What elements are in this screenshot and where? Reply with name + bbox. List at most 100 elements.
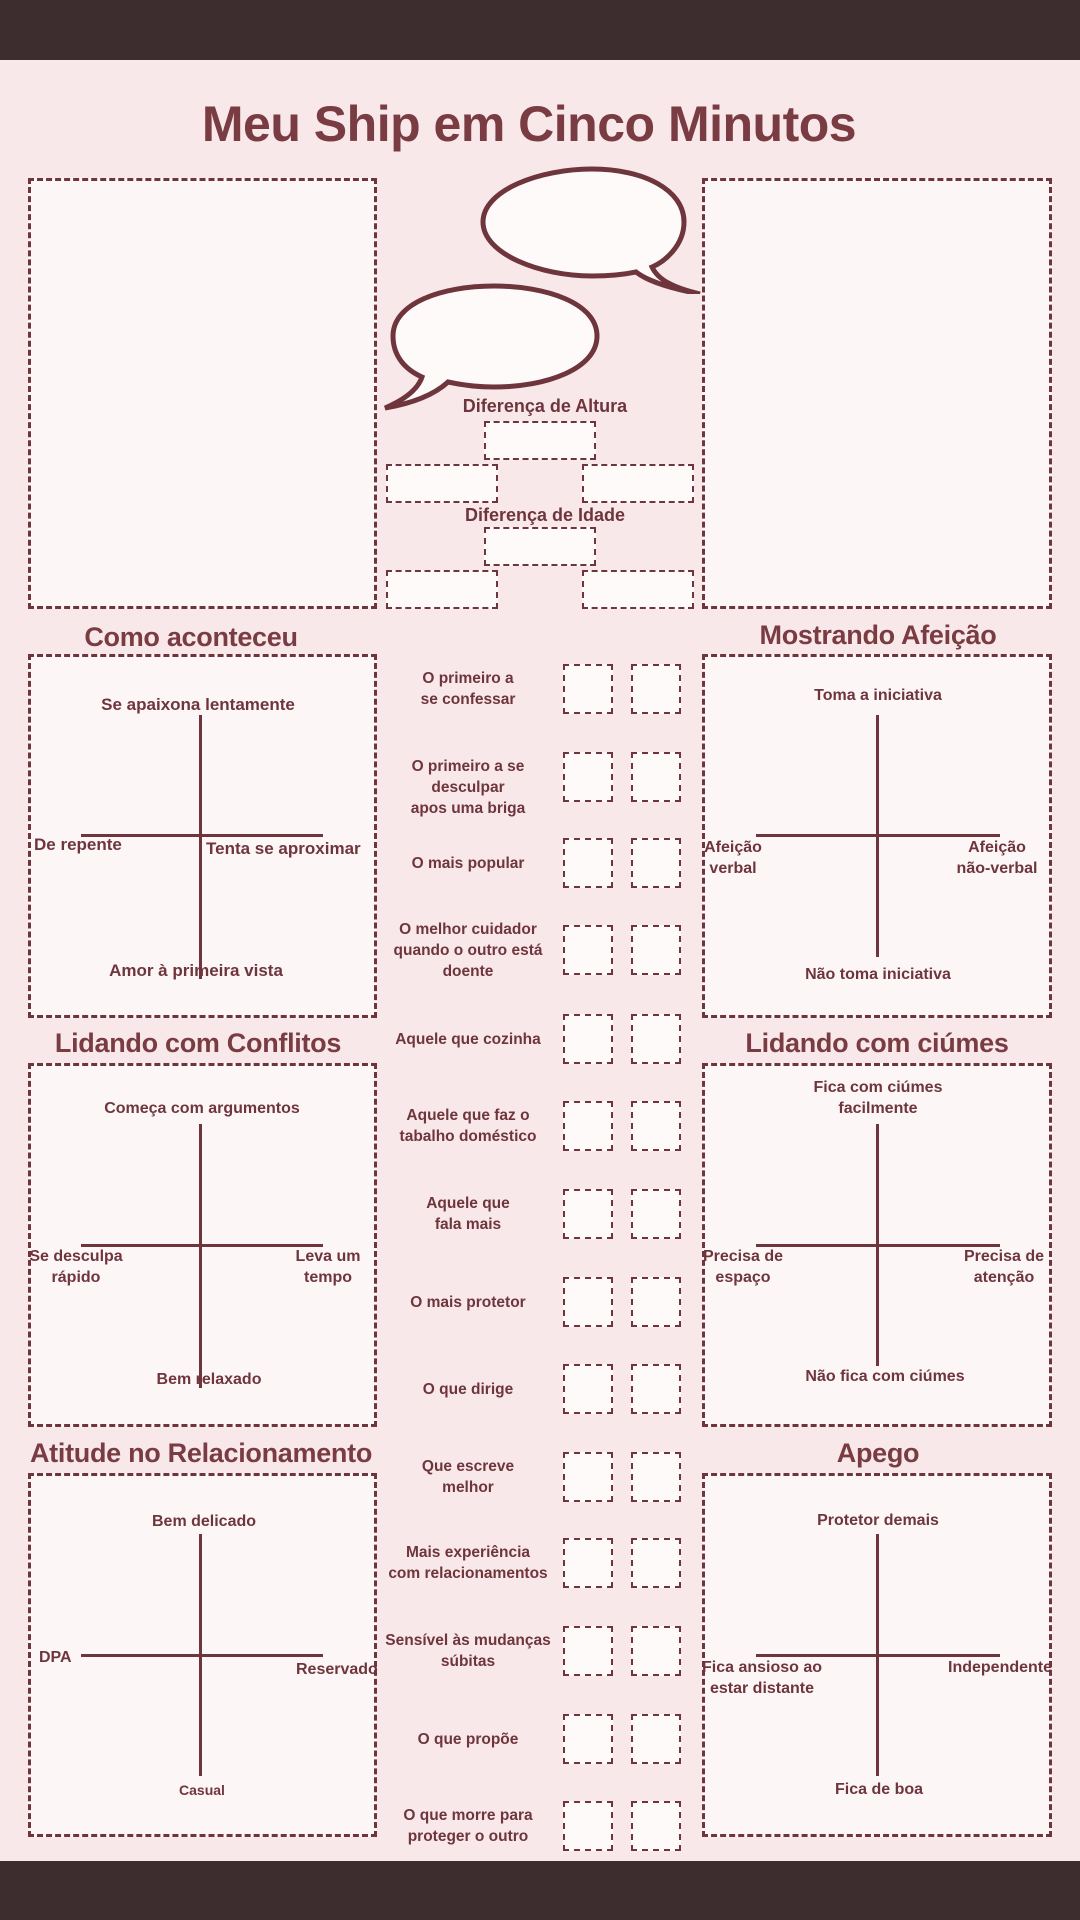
axis-label-bottom: Não toma iniciativa <box>805 966 951 983</box>
axis-label-top: Bem delicado <box>151 1513 257 1530</box>
height-character-1-field[interactable] <box>386 464 498 503</box>
height-difference-field[interactable] <box>484 421 596 460</box>
axis-label-right: Independente <box>948 1659 1053 1676</box>
axis-label-top: Começa com argumentos <box>104 1100 300 1117</box>
answer-box-character-2[interactable] <box>631 1364 681 1414</box>
axis-label-left: DPA <box>39 1649 72 1666</box>
question-line: O melhor cuidador <box>399 920 537 938</box>
answer-box-character-2[interactable] <box>631 1277 681 1327</box>
answer-box-character-1[interactable] <box>563 1452 613 1502</box>
axis-label-top: Fica com ciúmes facilmente <box>814 1077 943 1119</box>
question-line: O que propõe <box>417 1730 519 1748</box>
answer-box-character-2[interactable] <box>631 1452 681 1502</box>
axis-label-left: Fica ansioso ao estar distante <box>702 1657 822 1699</box>
axis-label-right: Reservado <box>296 1661 378 1678</box>
axis-label-right: Tenta se aproximar <box>206 839 361 858</box>
answer-box-character-1[interactable] <box>563 1801 613 1851</box>
section-title-dealing-with-conflicts: Lidando com Conflitos <box>54 1028 342 1058</box>
axis-label-bottom: Não fica com ciúmes <box>805 1368 965 1385</box>
answer-box-character-2[interactable] <box>631 752 681 802</box>
answer-box-character-2[interactable] <box>631 1626 681 1676</box>
answer-box-character-2[interactable] <box>631 664 681 714</box>
axis-label-left-line-1: Fica ansioso ao <box>701 1659 823 1676</box>
answer-box-character-2[interactable] <box>631 925 681 975</box>
axis-label-right: Afeição não-verbal <box>957 837 1038 879</box>
axis-label-top-line-1: Fica com ciúmes <box>813 1079 943 1096</box>
answer-box-character-1[interactable] <box>563 838 613 888</box>
answer-box-character-1[interactable] <box>563 1364 613 1414</box>
age-character-2-field[interactable] <box>582 570 694 609</box>
question-label: O que dirige <box>378 1379 558 1400</box>
axis-label-left-line-1: Precisa de <box>702 1248 784 1265</box>
answer-box-character-1[interactable] <box>563 1189 613 1239</box>
answer-box-character-1[interactable] <box>563 752 613 802</box>
axis-label-right-line-2: tempo <box>303 1269 352 1286</box>
question-line: melhor <box>442 1479 494 1496</box>
axis-vertical <box>199 1124 202 1388</box>
bottom-bar <box>0 1861 1080 1920</box>
answer-box-character-1[interactable] <box>563 1538 613 1588</box>
axis-label-right-line-2: atenção <box>973 1269 1035 1286</box>
answer-box-character-2[interactable] <box>631 838 681 888</box>
axis-label-right-line-1: Afeição <box>968 839 1026 856</box>
question-line: se confessar <box>420 691 516 708</box>
answer-box-character-2[interactable] <box>631 1101 681 1151</box>
question-label: O mais popular <box>378 853 558 874</box>
answer-box-character-1[interactable] <box>563 1014 613 1064</box>
section-title-showing-affection: Mostrando Afeição <box>759 620 997 650</box>
age-difference-field[interactable] <box>484 527 596 566</box>
answer-box-character-2[interactable] <box>631 1014 681 1064</box>
question-label: O mais protetor <box>378 1292 558 1313</box>
speech-bubble-right[interactable] <box>478 164 704 294</box>
axis-label-right-line-1: Precisa de <box>963 1248 1045 1265</box>
axis-horizontal <box>756 834 1000 837</box>
question-label: Aquele que cozinha <box>378 1029 558 1050</box>
axis-label-left: Afeição verbal <box>704 837 762 879</box>
section-title-attachment: Apego <box>836 1438 920 1468</box>
question-line: O que dirige <box>422 1380 514 1398</box>
question-line: fala mais <box>434 1216 502 1233</box>
axis-label-left: De repente <box>34 835 122 854</box>
answer-box-character-2[interactable] <box>631 1538 681 1588</box>
axis-label-left: Precisa de espaço <box>703 1246 783 1288</box>
height-character-2-field[interactable] <box>582 464 694 503</box>
answer-box-character-1[interactable] <box>563 1626 613 1676</box>
question-line: O mais popular <box>411 854 525 872</box>
axis-label-top-line-2: facilmente <box>838 1100 918 1117</box>
question-line: Sensível às mudanças <box>385 1632 551 1649</box>
answer-box-character-2[interactable] <box>631 1189 681 1239</box>
answer-box-character-2[interactable] <box>631 1801 681 1851</box>
answer-box-character-1[interactable] <box>563 664 613 714</box>
top-bar <box>0 0 1080 60</box>
axis-horizontal <box>756 1654 1000 1657</box>
question-line: Que escreve <box>421 1458 515 1475</box>
speech-bubble-left[interactable] <box>380 281 602 411</box>
character-1-portrait-box[interactable] <box>28 178 377 609</box>
age-character-1-field[interactable] <box>386 570 498 609</box>
section-title-how-it-happened: Como aconteceu <box>84 622 298 652</box>
question-line: quando o outro está <box>393 941 543 959</box>
question-label: Que escreve melhor <box>378 1456 558 1498</box>
axis-label-right: Precisa de atenção <box>964 1246 1044 1288</box>
question-line: Aquele que cozinha <box>395 1030 541 1048</box>
answer-box-character-1[interactable] <box>563 1714 613 1764</box>
axis-label-bottom: Bem relaxado <box>156 1371 262 1388</box>
axis-label-left-line-2: rápido <box>51 1269 101 1286</box>
axis-label-bottom: Fica de boa <box>834 1781 924 1798</box>
character-2-portrait-box[interactable] <box>702 178 1052 609</box>
axis-label-left: Se desculpa rápido <box>29 1246 122 1288</box>
answer-box-character-2[interactable] <box>631 1714 681 1764</box>
answer-box-character-1[interactable] <box>563 1101 613 1151</box>
axis-label-bottom: Casual <box>179 1782 225 1798</box>
answer-box-character-1[interactable] <box>563 1277 613 1327</box>
answer-box-character-1[interactable] <box>563 925 613 975</box>
axis-label-left-line-1: Afeição <box>704 839 762 856</box>
question-line: tabalho doméstico <box>399 1128 537 1145</box>
axis-label-top: Toma a iniciativa <box>814 687 942 704</box>
axis-label-left-line-1: Se desculpa <box>29 1248 123 1265</box>
